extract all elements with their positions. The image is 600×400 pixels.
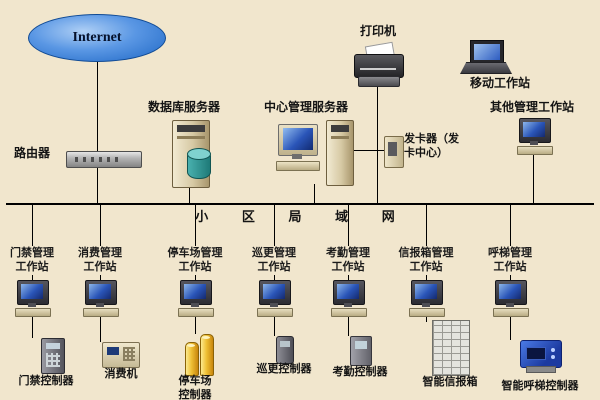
link-ws5-device: [348, 316, 349, 336]
ws6-pc-icon: [408, 280, 445, 317]
server-vent-icon: [177, 125, 205, 132]
pos-machine-icon: [102, 342, 140, 368]
link-printer-bus: [377, 84, 378, 204]
smart-mailbox-icon: [432, 320, 470, 376]
link-bus-ws2: [100, 205, 101, 281]
monitor-stand-icon: [292, 154, 302, 159]
lan-bus-label: 小 区 局 域 网: [195, 209, 405, 224]
card-issuer-icon: [384, 136, 404, 168]
ws3-label: 停车场管理 工作站: [163, 246, 227, 275]
ws6-label: 信报箱管理 工作站: [394, 246, 458, 275]
ws2-device-label: 消费机: [104, 368, 138, 380]
mobile-workstation-label: 移动工作站: [470, 76, 531, 90]
ws5-label: 考勤管理 工作站: [316, 246, 380, 275]
card-issuer-body-icon: [384, 136, 404, 168]
ws7-pc-icon: [492, 280, 529, 317]
ws4-device-label: 巡更控制器: [256, 363, 312, 375]
elevator-controller-icon: [520, 340, 562, 368]
printer-slot-icon: [360, 68, 396, 70]
database-cylinder-icon: [187, 148, 211, 179]
server-drive-icon: [177, 136, 205, 139]
parking-bollard-icon: [185, 342, 199, 376]
ws2-pc-icon: [82, 280, 119, 317]
link-bus-ws6: [426, 205, 427, 281]
ws3-device-label: 停车场 控制器: [178, 375, 212, 400]
laptop-base-icon: [460, 62, 512, 74]
laptop-icon: [460, 40, 512, 74]
parking-bollard-icon: [200, 334, 214, 376]
database-server-icon: [172, 120, 211, 188]
link-bus-ws3: [195, 205, 196, 281]
link-ws3-device: [195, 316, 196, 334]
center-server-label: 中心管理服务器: [264, 100, 349, 114]
ws7-device-label: 智能呼梯控制器: [501, 380, 579, 392]
link-ws6-device: [426, 316, 427, 322]
printer-tray-icon: [358, 76, 400, 87]
server-tower-icon: [326, 120, 354, 186]
link-ws4-device: [274, 316, 275, 336]
link-bus-ws4: [274, 205, 275, 281]
patrol-controller-icon: [276, 336, 294, 364]
link-centerserver-bus: [314, 184, 315, 204]
ws4-pc-icon: [256, 280, 293, 317]
card-issuer-label: 发卡器（发 卡中心）: [404, 133, 459, 160]
ws5-pc-icon: [330, 280, 367, 317]
center-server-icon: [276, 120, 356, 188]
printer-icon: [354, 41, 404, 87]
link-ws2-device: [100, 316, 101, 342]
internet-label: Internet: [72, 30, 122, 45]
link-centerserver-cardissuer: [352, 150, 384, 151]
link-bus-ws7: [510, 205, 511, 281]
elevator-controller-base-icon: [526, 366, 556, 373]
link-bus-ws1: [32, 205, 33, 281]
monitor-icon: [278, 124, 318, 156]
other-workstation-pc-icon: [516, 118, 553, 155]
link-otherws-bus: [533, 154, 534, 204]
other-workstation-label: 其他管理工作站: [490, 100, 575, 114]
internet-cloud-icon: Internet: [28, 14, 166, 62]
access-controller-icon: [41, 338, 65, 374]
router-label: 路由器: [14, 146, 51, 160]
link-bus-ws5: [348, 205, 349, 281]
attendance-controller-icon: [350, 336, 372, 366]
link-dbserver-bus: [189, 186, 190, 204]
ws1-pc-icon: [14, 280, 51, 317]
printer-label: 打印机: [360, 24, 397, 38]
ws2-label: 消费管理 工作站: [68, 246, 132, 275]
router-ports-icon: [75, 157, 119, 162]
link-internet-router: [97, 58, 98, 152]
database-server-label: 数据库服务器: [148, 100, 221, 114]
link-router-bus: [97, 166, 98, 204]
laptop-screen-icon: [470, 40, 504, 64]
lan-bus-line: [6, 203, 594, 205]
ws3-pc-icon: [177, 280, 214, 317]
printer-body-icon: [354, 54, 404, 78]
ws1-label: 门禁管理 工作站: [0, 246, 64, 275]
link-ws7-device: [510, 316, 511, 340]
keyboard-icon: [276, 161, 320, 171]
link-ws1-device: [32, 316, 33, 338]
ws7-label: 呼梯管理 工作站: [478, 246, 542, 275]
ws1-device-label: 门禁控制器: [18, 375, 74, 387]
ws4-label: 巡更管理 工作站: [242, 246, 306, 275]
ws5-device-label: 考勤控制器: [332, 366, 388, 378]
router-icon: [66, 151, 142, 168]
ws6-device-label: 智能信报箱: [422, 376, 478, 388]
